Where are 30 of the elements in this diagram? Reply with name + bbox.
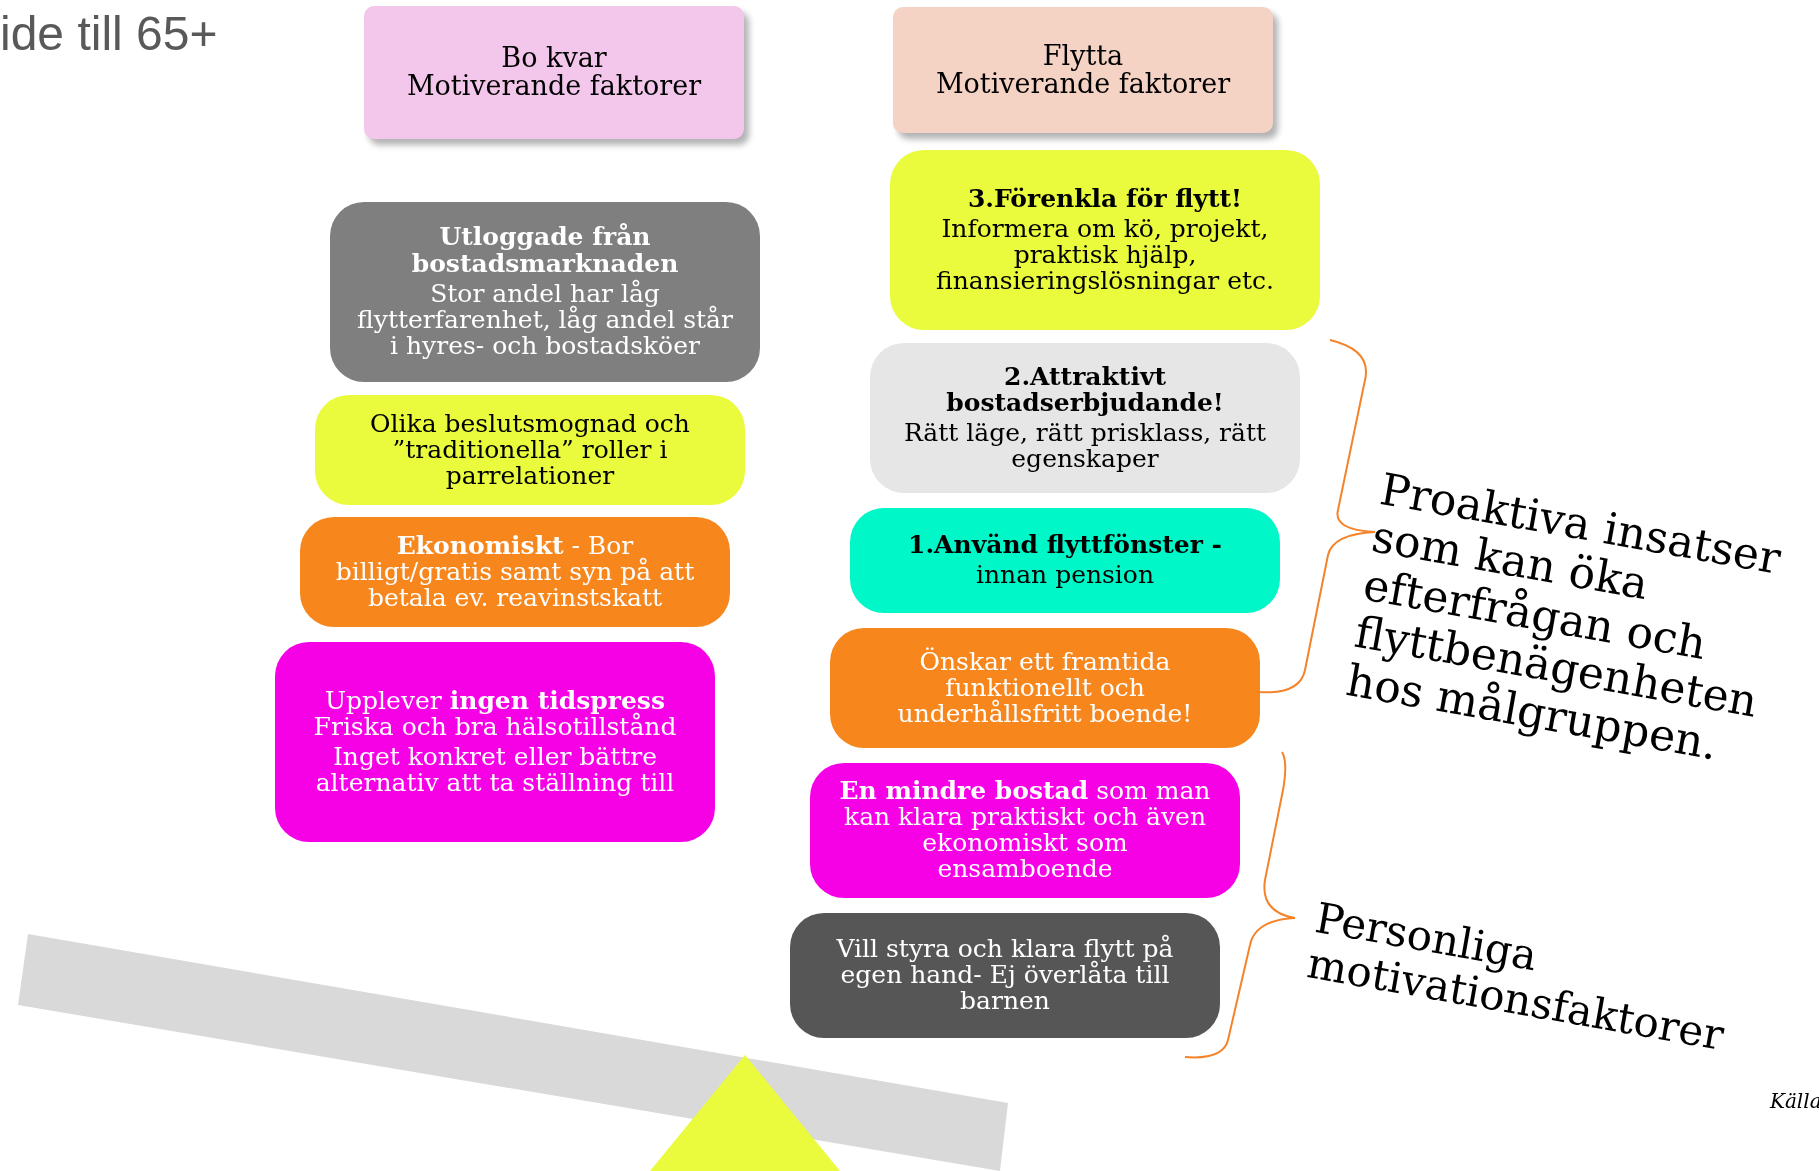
card-text: Stor andel har låg flytterfarenhet, låg andel står i hyres- och bostadsköer (356, 280, 734, 360)
factor-card (275, 642, 715, 842)
card-text: Vill styra och klara flytt på egen hand- Ej överlåta till barnen (835, 935, 1175, 1015)
factor-card (890, 150, 1320, 330)
factor-card (790, 912, 1220, 1038)
card-text: Olika beslutsmognad och ”traditionella” roller i parrelationer (369, 410, 691, 490)
card-text: innan pension (976, 562, 1154, 589)
card-text: Ekonomiskt - Bor billigt/gratis samt syn på att betala ev. reavinstskatt (334, 532, 696, 612)
header-title: Bo kvar (501, 43, 607, 72)
card-text: Inget konkret eller bättre alternativ att ta ställning till (314, 744, 676, 797)
factor-card (315, 395, 745, 505)
card-heading: Utloggade från bostadsmarknaden (410, 224, 680, 277)
header-subtitle: Motiverande faktorer (406, 72, 702, 101)
factor-card (870, 343, 1300, 493)
category-header (893, 7, 1273, 133)
factor-card (830, 628, 1260, 748)
factor-card (300, 517, 730, 627)
card-text: En mindre bostad som man kan klara praktiskt och även ekonomiskt som ensamboende (838, 777, 1212, 883)
card-heading: 2.Attraktivt bostadserbjudande! (945, 363, 1225, 416)
factor-card (850, 507, 1280, 613)
category-header (364, 5, 744, 139)
card-heading: 1.Använd flyttfönster - (908, 531, 1222, 558)
card-text: Informera om kö, projekt, praktisk hjälp, finansieringslösningar etc. (935, 215, 1275, 295)
factor-card (810, 762, 1240, 898)
card-heading: Upplever ingen tidspress Friska och bra hälsotillstånd (312, 687, 678, 740)
page-title: ide till 65+ (0, 8, 219, 61)
card-heading: 3.Förenkla för flytt! (967, 185, 1243, 212)
card-text: Önskar ett framtida funktionellt och underhållsfritt boende! (896, 648, 1194, 728)
factor-card (330, 202, 760, 382)
card-text: Rätt läge, rätt prisklass, rätt egenskaper (902, 420, 1268, 473)
